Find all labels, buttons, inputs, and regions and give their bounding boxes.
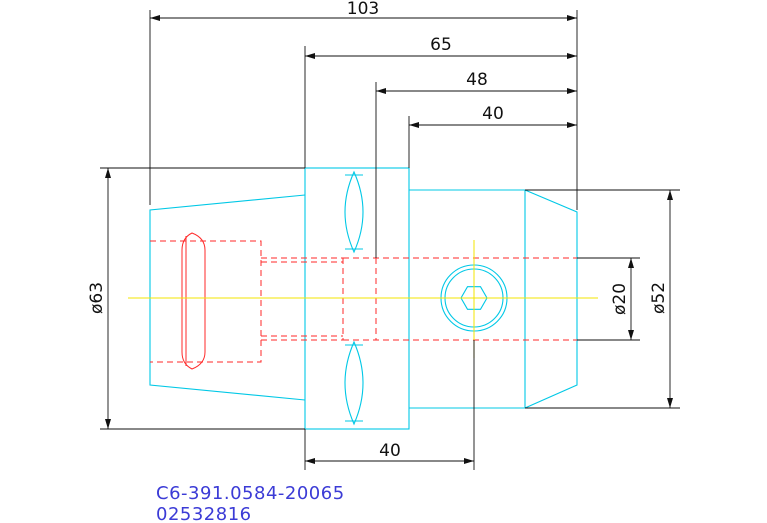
hidden-features (150, 232, 577, 370)
drive-slot-bottom (344, 340, 364, 426)
body-outline (409, 189, 526, 409)
dim-dia-63: ø63 (87, 282, 107, 314)
part-code: C6-391.0584-20065 (156, 483, 345, 504)
dimensions: 103 65 48 40 ø63 ø52 ø20 40 (87, 0, 680, 470)
shank-bore (150, 240, 262, 363)
drive-slot-top (344, 170, 364, 254)
dim-40-top: 40 (482, 104, 504, 124)
retention-groove (181, 232, 206, 370)
center-lines (128, 240, 598, 358)
dim-103: 103 (347, 0, 379, 19)
dim-dia-52: ø52 (649, 282, 669, 314)
dim-dia-20: ø20 (610, 283, 630, 315)
dim-48: 48 (466, 70, 488, 90)
part-label: C6-391.0584-20065 02532816 (156, 483, 345, 523)
dim-65: 65 (430, 35, 452, 55)
dim-40-bottom: 40 (379, 441, 401, 461)
part-number: 02532816 (156, 504, 252, 523)
nose-outline (524, 189, 578, 409)
